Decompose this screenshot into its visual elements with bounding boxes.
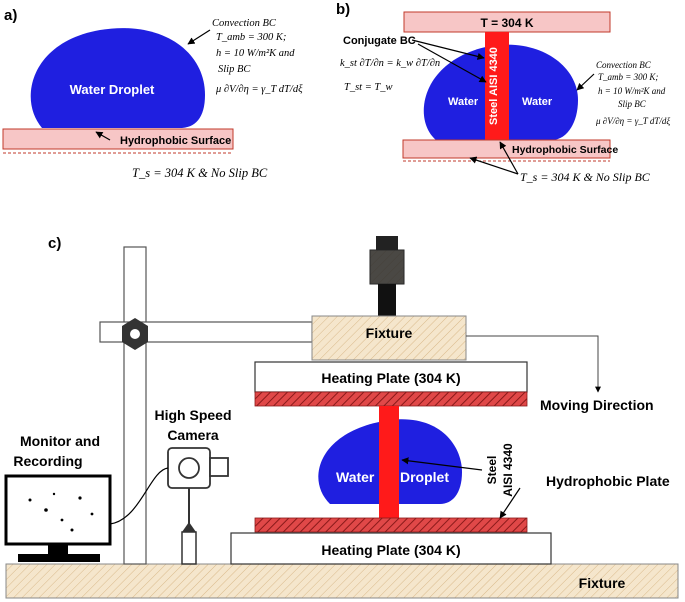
conv-a-line-5: μ ∂V/∂η = γ_T dT/dξ [215,84,303,95]
nut-hole [130,329,140,339]
monitor-neck [48,544,68,554]
droplet-label-c: Droplet [400,469,449,485]
conv-b-line-3: h = 10 W/m²K and [598,86,666,96]
monitor-label-2: Recording [13,453,82,469]
camera-tripod-base [181,531,197,565]
camera-cable [109,467,169,525]
conv-b-line-5: μ ∂V/∂η = γ_T dT/dξ [595,116,670,126]
heating-bottom-label: Heating Plate (304 K) [321,542,460,558]
monitor-speckles [28,492,94,532]
steel-arrow-c [401,457,483,471]
steel-rod-b [485,32,509,140]
top-plate-label-b: T = 304 K [480,16,533,30]
conv-a-line-2: T_amb = 300 K; [216,32,286,43]
surface-arrow-a [95,131,111,141]
panel-a-tag: a) [4,7,17,24]
bc-arrow-b-2 [499,141,519,175]
conj-arrow-1 [411,39,485,60]
conv-a-line-1: Convection BC [212,18,277,29]
top-fixture [311,315,467,361]
steel-rod-c [379,406,399,518]
heating-top-label: Heating Plate (304 K) [321,370,460,386]
steel-label-b: Steel AISI 4340 [488,47,500,125]
conv-a-line-3: h = 10 W/m²K and [216,48,295,59]
actuator-knob [376,236,398,250]
hydrophobic-surface-b [402,139,611,159]
heating-plate-bottom [230,532,552,565]
hydrophobic-plate-c [254,517,528,533]
camera-label-2: Camera [167,427,219,443]
conv-b-line-4: Slip BC [618,99,647,109]
bottom-bc-b: T_s = 304 K & No Slip BC [520,170,651,184]
conv-a-line-4: Slip BC [218,64,251,75]
monitor-base [18,554,100,562]
steel-label-c-2: AISI 4340 [501,443,515,497]
conv-arrow-a [187,29,211,45]
monitor-label-1: Monitor and [20,433,100,449]
panel-c-tag: c) [48,235,61,252]
camera-tripod-tip [182,522,196,532]
bc-arrow-b-1 [469,156,519,175]
fixture-bottom-label: Fixture [579,575,626,591]
base-fixture [5,563,679,599]
hydrophobic-surface-a [2,128,234,150]
panel-a: a) Water Droplet Hydrophobic Surface Con… [2,7,303,180]
water-right-b: Water [522,96,553,108]
hydrophobic-arrow-c [499,487,521,519]
convection-bc-a: Convection BC T_amb = 300 K; h = 10 W/m²… [212,18,303,95]
hydrophobic-plate-label: Hydrophobic Plate [546,473,670,489]
conj-line-3: T_st = T_w [344,82,393,93]
camera-label-1: High Speed [154,407,231,423]
camera-lens [209,457,229,477]
camera-lens-ring [178,457,200,479]
conj-line-1: Conjugate BC [343,35,416,47]
top-hatch-plate [254,391,528,407]
water-left-b: Water [448,96,479,108]
conv-arrow-b [576,73,595,91]
panel-c: c) Fixture Fixture Moving Direction Heat… [4,235,679,599]
moving-direction-arrow [466,335,601,393]
panel-b-tag: b) [336,1,350,18]
moving-direction-label: Moving Direction [540,397,654,413]
heating-plate-top [254,361,528,393]
monitor-screen [4,474,112,546]
actuator-body-shade [370,250,404,284]
conv-b-line-1: Convection BC [596,60,652,70]
stand-pole [123,246,147,565]
conv-b-line-2: T_amb = 300 K; [598,72,658,82]
panel-b: b) T = 304 K Steel AISI 4340 Water Water… [336,1,670,184]
conj-line-2: k_st ∂T/∂n = k_w ∂T/∂n [340,58,440,69]
conj-arrow-2 [417,43,487,83]
fixture-top-label: Fixture [366,325,413,341]
actuator-shaft [378,284,396,316]
surface-label-b: Hydrophobic Surface [512,144,618,156]
steel-label-c-1: Steel [485,456,499,485]
droplet-label-a: Water Droplet [70,82,155,97]
water-droplet-a [30,28,206,128]
water-label-c: Water [336,469,375,485]
conjugate-bc-b: Conjugate BC k_st ∂T/∂n = k_w ∂T/∂n T_st… [340,35,440,93]
convection-bc-b: Convection BC T_amb = 300 K; h = 10 W/m²… [595,60,670,126]
surface-label-a: Hydrophobic Surface [120,135,231,147]
bottom-bc-a: T_s = 304 K & No Slip BC [132,166,268,180]
